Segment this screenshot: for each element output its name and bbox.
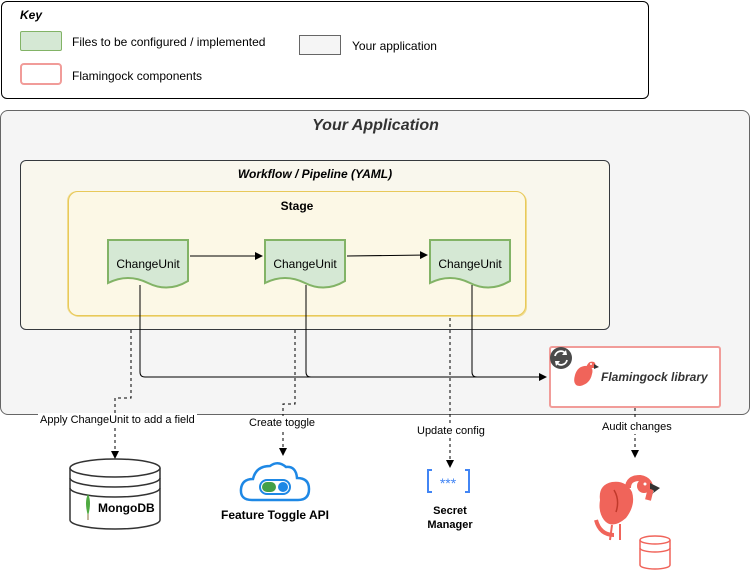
- edge-label-mongodb: Apply ChangeUnit to add a field: [38, 413, 197, 427]
- key-swatch-flamingock: [20, 63, 62, 85]
- key-swatch-application: [299, 35, 341, 55]
- link-cu2-library: [305, 285, 546, 378]
- feature-toggle-label: Feature Toggle API: [220, 508, 329, 522]
- change-unit-1-label: ChangeUnit: [116, 257, 180, 271]
- change-unit-1: [107, 239, 189, 289]
- application-title: Your Application: [312, 117, 439, 134]
- pipeline-title: Workflow / Pipeline (YAML): [237, 167, 393, 181]
- link-cu1-library: [139, 285, 547, 381]
- flamingo-small-icon: [574, 361, 599, 386]
- edge-label-secret: Update config: [415, 424, 487, 438]
- link-cu3-library: [471, 285, 546, 378]
- key-title: Key: [20, 8, 43, 22]
- secret-manager-icon: ***: [427, 469, 470, 493]
- feature-toggle-icon: [239, 462, 311, 502]
- change-unit-3: [429, 239, 511, 289]
- change-unit-3-label: ChangeUnit: [438, 257, 502, 271]
- mongodb-label: MongoDB: [98, 501, 155, 515]
- edge-label-toggle: Create toggle: [247, 416, 318, 430]
- change-unit-2-label: ChangeUnit: [273, 257, 337, 271]
- svg-text:***: ***: [440, 475, 457, 491]
- flamingock-library-label: Flamingock library: [601, 370, 708, 384]
- change-unit-2: [264, 239, 346, 289]
- secret-manager-label-line2: Manager: [427, 519, 473, 531]
- edge-mongodb: [111, 330, 132, 459]
- edge-toggle: [279, 330, 296, 456]
- key-label-flamingock: Flamingock components: [72, 69, 203, 83]
- secret-manager-label-line1: Secret: [433, 505, 467, 517]
- stage-title: Stage: [280, 199, 314, 213]
- mongodb-icon: [69, 458, 161, 530]
- edge-label-audit: Audit changes: [600, 420, 674, 434]
- arrow-cu2-cu3: [346, 251, 428, 260]
- key-swatch-files: [20, 31, 62, 51]
- sync-icon: [550, 347, 572, 369]
- key-label-application: Your application: [352, 39, 437, 53]
- flamingo-audit-icon: [594, 474, 671, 570]
- key-label-files: Files to be configured / implemented: [72, 35, 266, 49]
